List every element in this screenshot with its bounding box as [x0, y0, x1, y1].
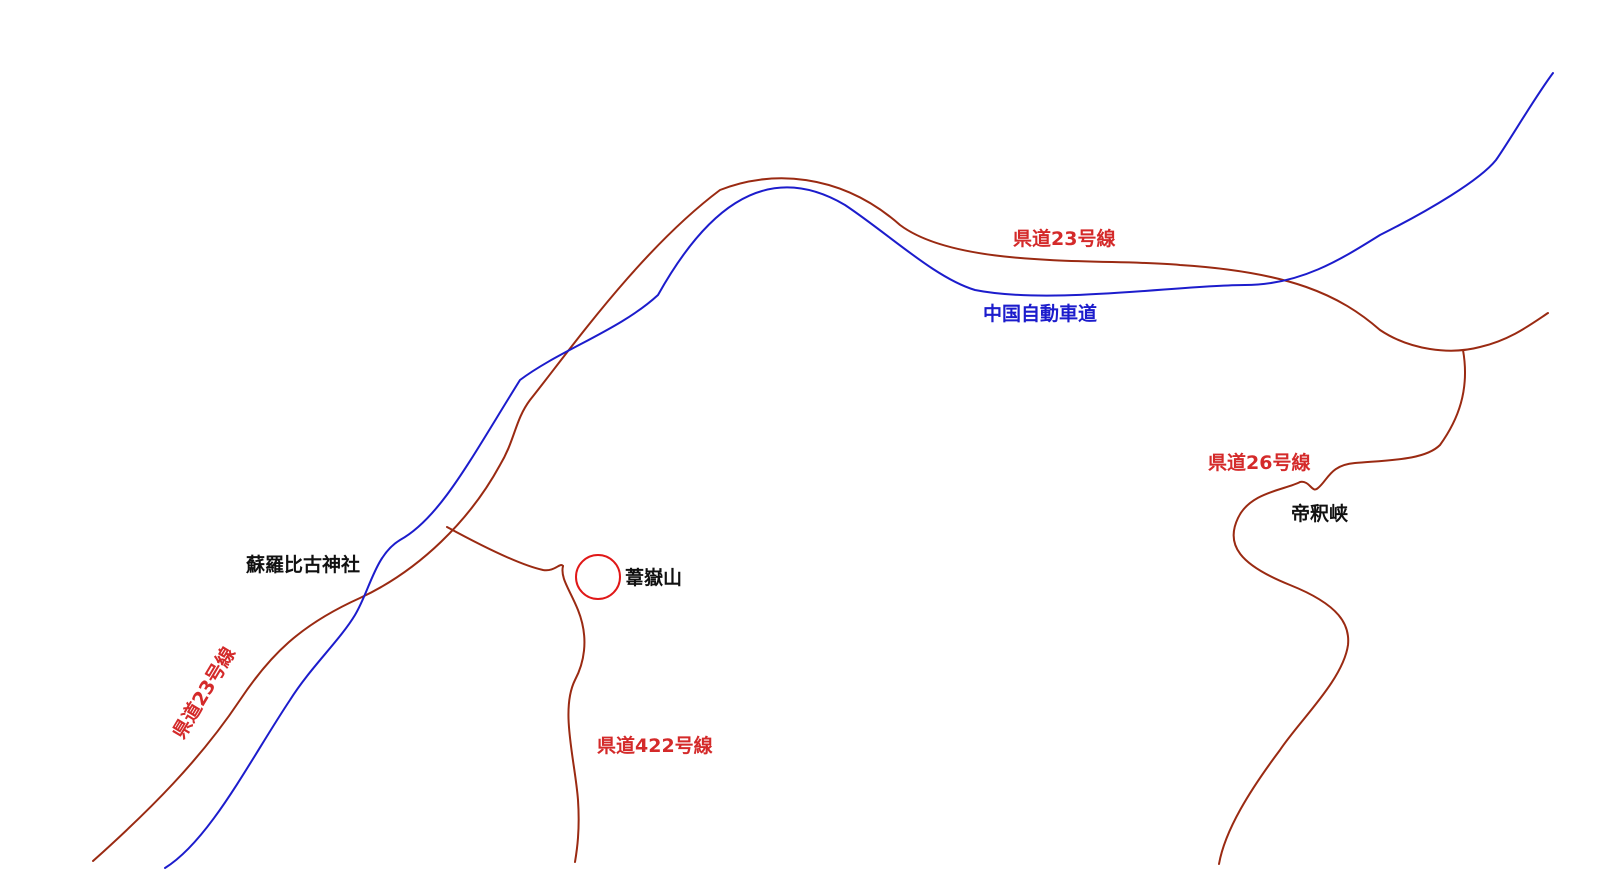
label-prefectural-road-26: 県道26号線: [1208, 451, 1310, 474]
label-prefectural-road-23-top: 県道23号線: [1013, 227, 1115, 250]
label-shrine: 蘇羅比古神社: [245, 553, 360, 576]
label-prefectural-road-422: 県道422号線: [597, 734, 713, 757]
label-expressway: 中国自動車道: [983, 302, 1097, 325]
prefectural-road-422: [561, 565, 586, 863]
label-gorge: 帝釈峡: [1291, 502, 1349, 525]
prefectural-road-23: [92, 177, 1549, 862]
expressway-chugoku: [164, 72, 1554, 869]
label-mountain: 葦嶽山: [625, 566, 682, 589]
prefectural-road-branch: [446, 526, 564, 572]
prefectural-road-26: [1218, 349, 1467, 865]
mountain-marker: [575, 554, 621, 600]
